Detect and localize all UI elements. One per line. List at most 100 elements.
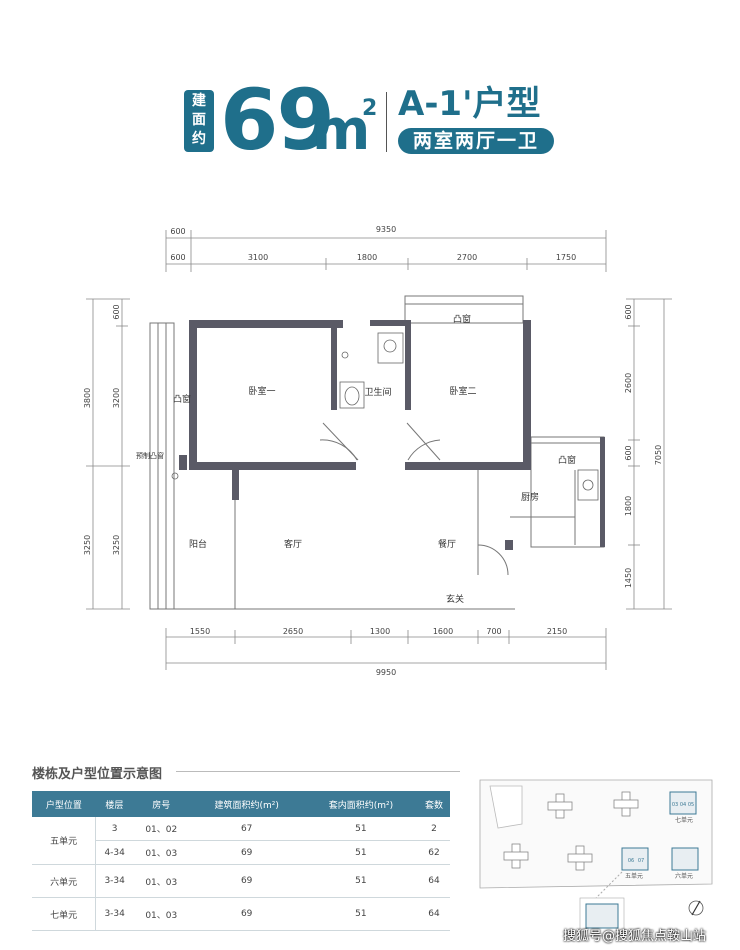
area-label-char: 建 (192, 93, 206, 109)
dimension-labels: 9350 600 600 3100 1800 2700 1750 1550 26… (170, 225, 576, 677)
unit-code: 05 (688, 802, 694, 808)
cell-building: 五单元 (32, 817, 97, 865)
watermark: 搜狐号@搜狐焦点鞍山站 (563, 929, 707, 944)
dim-bottom-seg: 2150 (547, 627, 567, 636)
site-label-unit-six: 六单元 (675, 872, 693, 880)
table-header-row: 户型位置 楼层 房号 建筑面积约(m²) 套内面积约(m²) 套数 (32, 791, 450, 817)
zoom-callout-unit (585, 903, 619, 929)
cell-floor: 3 (95, 817, 133, 841)
unit-code: 06 (628, 858, 634, 864)
unit-code: 04 (680, 802, 686, 808)
dim-left-inner: 3200 (112, 388, 121, 408)
table-header: 套数 (418, 791, 450, 817)
room-balcony: 阳台 (189, 538, 207, 550)
table-row: 七单元 3-34 01、03 69 51 64 (32, 897, 450, 931)
unit-code: 07 (638, 858, 644, 864)
walls (179, 320, 605, 550)
unit-type-name: A-1'户型 (398, 84, 541, 124)
dim-top-seg: 1800 (357, 253, 377, 262)
cell-count: 2 (418, 817, 450, 841)
dim-left-outer: 3800 (83, 388, 92, 408)
dim-bottom-seg: 1550 (190, 627, 210, 636)
site-unit-codes: 03 04 05 06 07 (628, 802, 694, 864)
table-row: 六单元 3-34 01、03 69 51 64 (32, 864, 450, 898)
cell-count: 62 (418, 840, 450, 865)
room-dining: 餐厅 (438, 538, 456, 550)
cell-floor: 4-34 (95, 840, 133, 865)
table-header: 户型位置 (32, 791, 96, 817)
dim-left-inner: 600 (112, 304, 121, 319)
floor-plan: 9350 600 600 3100 1800 2700 1750 1550 26… (83, 225, 672, 677)
dim-right-inner: 1450 (624, 568, 633, 588)
cell-room: 01、03 (132, 840, 190, 865)
room-bay-window-top: 凸窗 (453, 313, 471, 325)
area-unit: m (312, 98, 371, 163)
area-value: 69 (220, 71, 335, 169)
cell-net-area: 51 (303, 817, 418, 841)
unit-location-table: 户型位置 楼层 房号 建筑面积约(m²) 套内面积约(m²) 套数 五单元 3 … (32, 791, 450, 931)
dim-top-total: 9350 (376, 225, 396, 234)
cell-count: 64 (418, 864, 450, 898)
site-map: 03 04 05 06 07 七单元 五单元 六单元 (479, 779, 713, 937)
cell-floor: 3-34 (95, 864, 133, 898)
dim-top-seg: 2700 (457, 253, 477, 262)
room-bedroom-one: 卧室一 (248, 385, 275, 397)
table-row: 五单元 3 01、02 67 51 2 (32, 817, 450, 865)
dim-top-seg: 1750 (556, 253, 576, 262)
site-plan-title: 楼栋及户型位置示意图 (32, 767, 163, 782)
table-header: 套内面积约(m²) (303, 791, 418, 817)
cell-gross-area: 69 (189, 840, 304, 865)
table-header: 房号 (132, 791, 190, 817)
room-summary-badge: 两室两厅一卫 (398, 128, 554, 154)
dim-right-outer: 7050 (654, 445, 663, 465)
area-label-char: 面 (192, 112, 206, 128)
room-bay-window-kitchen: 凸窗 (558, 454, 576, 466)
cell-room: 01、03 (132, 864, 190, 898)
dim-bottom-seg: 2650 (283, 627, 303, 636)
cell-building: 七单元 (32, 897, 97, 931)
thin-structure (149, 295, 605, 610)
dim-bottom-seg: 1600 (433, 627, 453, 636)
site-labels: 七单元 五单元 六单元 (625, 816, 693, 880)
room-entrance: 玄关 (446, 593, 464, 605)
area-label-box: 建 面 约 (184, 90, 214, 152)
fixtures (171, 332, 599, 501)
site-label-unit-five: 五单元 (625, 872, 643, 880)
dim-top-seg: 600 (170, 253, 185, 262)
area-label-char: 约 (192, 131, 206, 147)
cell-net-area: 51 (303, 840, 418, 865)
dim-left-outer: 3250 (83, 535, 92, 555)
header-divider (386, 92, 387, 152)
dim-top-seg: 3100 (248, 253, 268, 262)
cell-net-area: 51 (303, 864, 418, 898)
dim-right-inner: 2600 (624, 373, 633, 393)
cell-floor: 3-34 (95, 897, 133, 931)
dim-right-inner: 1800 (624, 496, 633, 516)
area-unit-superscript: 2 (362, 96, 378, 121)
cell-gross-area: 69 (189, 864, 304, 898)
room-bay-window-left: 凸窗 (173, 393, 191, 405)
dimension-lines (86, 230, 672, 670)
table-header: 建筑面积约(m²) (189, 791, 304, 817)
dimension-labels-vertical: 3800 3250 600 3200 3250 600 2600 600 180… (83, 304, 663, 588)
room-labels: 卧室一 卧室二 卫生间 凸窗 凸窗 凸窗 预制凸窗 阳台 客厅 餐厅 厨房 玄关 (136, 313, 576, 605)
site-boundary (479, 779, 713, 889)
dim-bottom-seg: 1300 (370, 627, 390, 636)
unit-code: 03 (672, 802, 678, 808)
dim-right-inner: 600 (624, 304, 633, 319)
dim-right-inner: 600 (624, 445, 633, 460)
dim-top-left: 600 (170, 227, 185, 236)
cell-count: 64 (418, 897, 450, 931)
table-header: 楼层 (95, 791, 133, 817)
site-buildings (503, 791, 639, 871)
cell-room: 01、03 (132, 897, 190, 931)
cell-gross-area: 67 (189, 817, 304, 841)
north-arrow-icon (688, 900, 704, 916)
room-living: 客厅 (284, 538, 302, 550)
site-highlighted-units (621, 791, 699, 871)
room-prefab-window: 预制凸窗 (136, 451, 164, 460)
site-label-unit-seven: 七单元 (675, 816, 693, 824)
site-road-shape (489, 785, 523, 829)
dim-bottom-seg: 700 (486, 627, 501, 636)
cell-room: 01、02 (132, 817, 190, 841)
